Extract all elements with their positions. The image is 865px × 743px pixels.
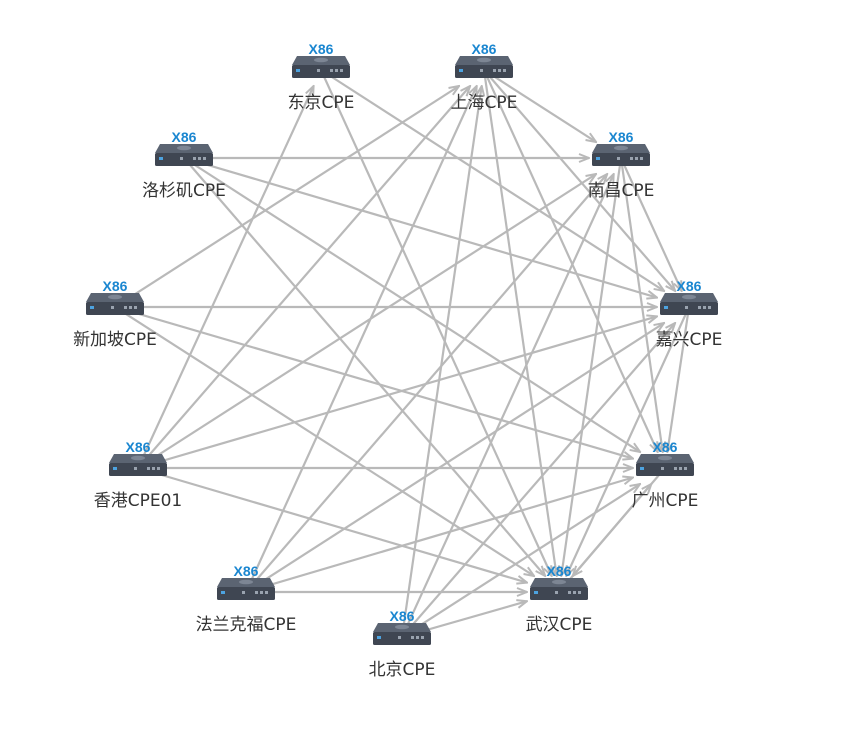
node-type-label: X86	[547, 563, 572, 579]
link-losangeles-to-guangzhou	[183, 157, 640, 452]
link-singapore-to-shanghai	[114, 86, 459, 308]
node-hongkong[interactable]: X86 香港CPE01	[94, 439, 183, 511]
link-beijing-to-shanghai	[400, 86, 482, 638]
link-shanghai-to-jiaxing	[483, 69, 675, 291]
link-nanchang-to-guangzhou	[619, 157, 663, 452]
link-hongkong-to-jiaxing	[137, 316, 657, 470]
link-singapore-to-wuhan	[114, 306, 534, 576]
link-beijing-to-jiaxing	[401, 323, 675, 638]
node-guangzhou[interactable]: X86 广州CPE	[632, 439, 699, 511]
link-hongkong-to-wuhan	[137, 466, 527, 583]
node-label: 上海CPE	[451, 93, 518, 113]
link-nanchang-to-wuhan	[561, 157, 623, 576]
node-singapore[interactable]: X86 新加坡CPE	[73, 278, 157, 350]
link-frankfurt-to-shanghai	[244, 86, 477, 593]
node-label: 广州CPE	[632, 491, 699, 511]
router-device-icon	[636, 454, 694, 476]
link-nanchang-to-jiaxing	[619, 157, 682, 291]
router-device-icon	[592, 144, 650, 166]
link-hongkong-to-shanghai	[137, 86, 470, 469]
node-frankfurt[interactable]: X86 法兰克福CPE	[196, 563, 297, 635]
router-device-icon	[292, 56, 350, 78]
node-beijing[interactable]: X86 北京CPE	[369, 608, 436, 680]
router-device-icon	[109, 454, 167, 476]
node-wuhan[interactable]: X86 武汉CPE	[526, 563, 593, 635]
node-type-label: X86	[126, 439, 151, 455]
node-nanchang[interactable]: X86 南昌CPE	[588, 129, 655, 201]
node-label: 南昌CPE	[588, 181, 655, 201]
router-device-icon	[86, 293, 144, 315]
node-type-label: X86	[677, 278, 702, 294]
node-losangeles[interactable]: X86 洛杉矶CPE	[142, 129, 226, 201]
link-singapore-to-guangzhou	[114, 305, 633, 459]
node-type-label: X86	[390, 608, 415, 624]
node-type-label: X86	[172, 129, 197, 145]
node-jiaxing[interactable]: X86 嘉兴CPE	[656, 278, 723, 350]
node-label: 北京CPE	[369, 660, 436, 680]
link-tokyo-to-wuhan	[319, 69, 552, 576]
link-shanghai-to-guangzhou	[482, 69, 658, 452]
node-label: 法兰克福CPE	[196, 615, 297, 635]
node-label: 新加坡CPE	[73, 330, 157, 350]
node-label: 武汉CPE	[526, 615, 593, 635]
node-label: 嘉兴CPE	[656, 330, 723, 350]
link-hongkong-to-nanchang	[137, 174, 596, 469]
link-jiaxing-to-wuhan	[566, 306, 691, 576]
node-tokyo[interactable]: X86 东京CPE	[288, 41, 355, 113]
node-label: 东京CPE	[288, 93, 355, 113]
node-type-label: X86	[609, 129, 634, 145]
link-hongkong-to-tokyo	[137, 86, 314, 469]
node-type-label: X86	[103, 278, 128, 294]
router-device-icon	[373, 623, 431, 645]
link-beijing-to-guangzhou	[401, 484, 640, 638]
node-type-label: X86	[653, 439, 678, 455]
router-device-icon	[155, 144, 213, 166]
link-frankfurt-to-jiaxing	[245, 323, 664, 593]
link-wuhan-to-guangzhou	[558, 484, 651, 593]
nodes-layer: X86 东京CPE X86 上海CPE X86 洛杉矶CPE X86 南昌CPE X86 新加坡C…	[73, 41, 722, 680]
node-label: 香港CPE01	[94, 491, 183, 511]
router-device-icon	[217, 578, 275, 600]
router-device-icon	[455, 56, 513, 78]
link-frankfurt-to-nanchang	[245, 174, 607, 593]
node-type-label: X86	[472, 41, 497, 57]
link-jiaxing-to-guangzhou	[667, 306, 691, 452]
node-type-label: X86	[309, 41, 334, 57]
link-beijing-to-nanchang	[400, 174, 614, 638]
node-type-label: X86	[234, 563, 259, 579]
link-frankfurt-to-guangzhou	[245, 478, 633, 594]
link-shanghai-to-nanchang	[483, 69, 596, 142]
node-label: 洛杉矶CPE	[142, 181, 226, 201]
links-layer	[114, 69, 691, 639]
router-device-icon	[530, 578, 588, 600]
link-shanghai-to-wuhan	[482, 69, 557, 576]
link-losangeles-to-wuhan	[183, 157, 545, 576]
router-device-icon	[660, 293, 718, 315]
node-shanghai[interactable]: X86 上海CPE	[451, 41, 518, 113]
link-losangeles-to-jiaxing	[183, 156, 657, 298]
